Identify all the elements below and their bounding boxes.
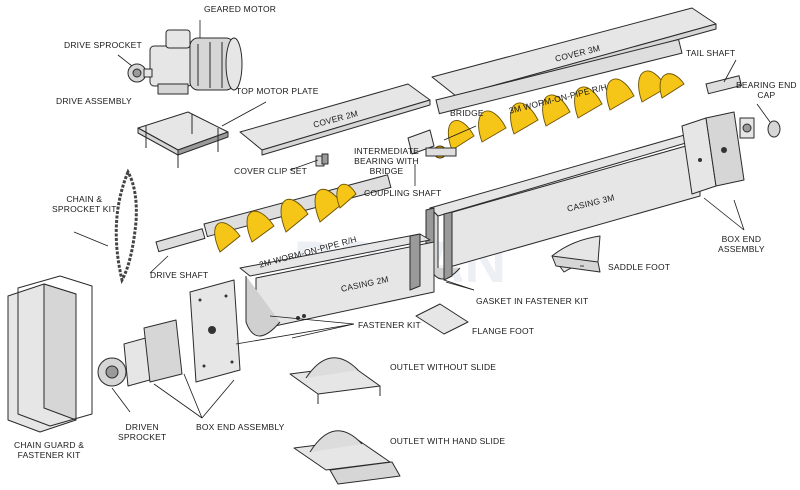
label-driven-sprocket: DRIVEN SPROCKET bbox=[118, 422, 167, 442]
outlet-with-hand-slide bbox=[293, 430, 401, 485]
drive-sprocket bbox=[127, 63, 153, 83]
chain-guard bbox=[7, 275, 93, 433]
geared-motor bbox=[149, 29, 243, 95]
box-end-assembly-right bbox=[681, 111, 745, 195]
label-top-motor-plate: TOP MOTOR PLATE bbox=[236, 86, 319, 96]
label-outlet-without-slide: OUTLET WITHOUT SLIDE bbox=[390, 362, 497, 372]
casing-2m bbox=[239, 233, 435, 337]
label-fastener-kit: FASTENER KIT bbox=[358, 320, 421, 330]
drive-shaft bbox=[155, 228, 206, 253]
label-flange-foot: FLANGE FOOT bbox=[472, 326, 535, 336]
driven-sprocket bbox=[97, 357, 127, 387]
top-motor-plate bbox=[137, 111, 229, 168]
label-drive-shaft: DRIVE SHAFT bbox=[150, 270, 209, 280]
label-box-end-assembly-left: BOX END ASSEMBLY bbox=[196, 422, 285, 432]
label-cover-clip-set: COVER CLIP SET bbox=[234, 166, 308, 176]
label-drive-sprocket: DRIVE SPROCKET bbox=[64, 40, 142, 50]
label-drive-assembly: DRIVE ASSEMBLY bbox=[56, 96, 132, 106]
label-geared-motor: GEARED MOTOR bbox=[204, 4, 277, 14]
label-intermediate-bearing: INTERMEDIATE BEARING WITH BRIDGE bbox=[354, 146, 420, 176]
saddle-foot bbox=[551, 235, 601, 273]
label-chain-guard: CHAIN GUARD & FASTENER KIT bbox=[14, 440, 85, 460]
drive-chain bbox=[114, 168, 138, 285]
bearing-end-cap bbox=[739, 117, 781, 139]
worm-2m bbox=[203, 174, 392, 253]
flange-foot bbox=[415, 303, 469, 335]
label-saddle-foot: SADDLE FOOT bbox=[608, 262, 671, 272]
label-coupling-shaft: COUPLING SHAFT bbox=[364, 188, 442, 198]
label-chain-sprocket-kit: CHAIN & SPROCKET KIT bbox=[52, 194, 117, 214]
label-box-end-assembly-right: BOX END ASSEMBLY bbox=[718, 234, 765, 254]
label-tail-shaft: TAIL SHAFT bbox=[686, 48, 736, 58]
label-gasket: GASKET IN FASTENER KIT bbox=[476, 296, 589, 306]
outlet-without-slide bbox=[289, 357, 381, 404]
box-end-assembly-left bbox=[123, 279, 241, 387]
worm-3m bbox=[435, 38, 685, 151]
intermediate-bearing bbox=[407, 129, 457, 159]
label-outlet-hand-slide: OUTLET WITH HAND SLIDE bbox=[390, 436, 506, 446]
label-bridge: BRIDGE bbox=[450, 108, 484, 118]
leader-lines bbox=[73, 20, 771, 419]
tail-shaft bbox=[705, 75, 743, 95]
label-bearing-end-cap: BEARING END CAP bbox=[736, 80, 797, 100]
